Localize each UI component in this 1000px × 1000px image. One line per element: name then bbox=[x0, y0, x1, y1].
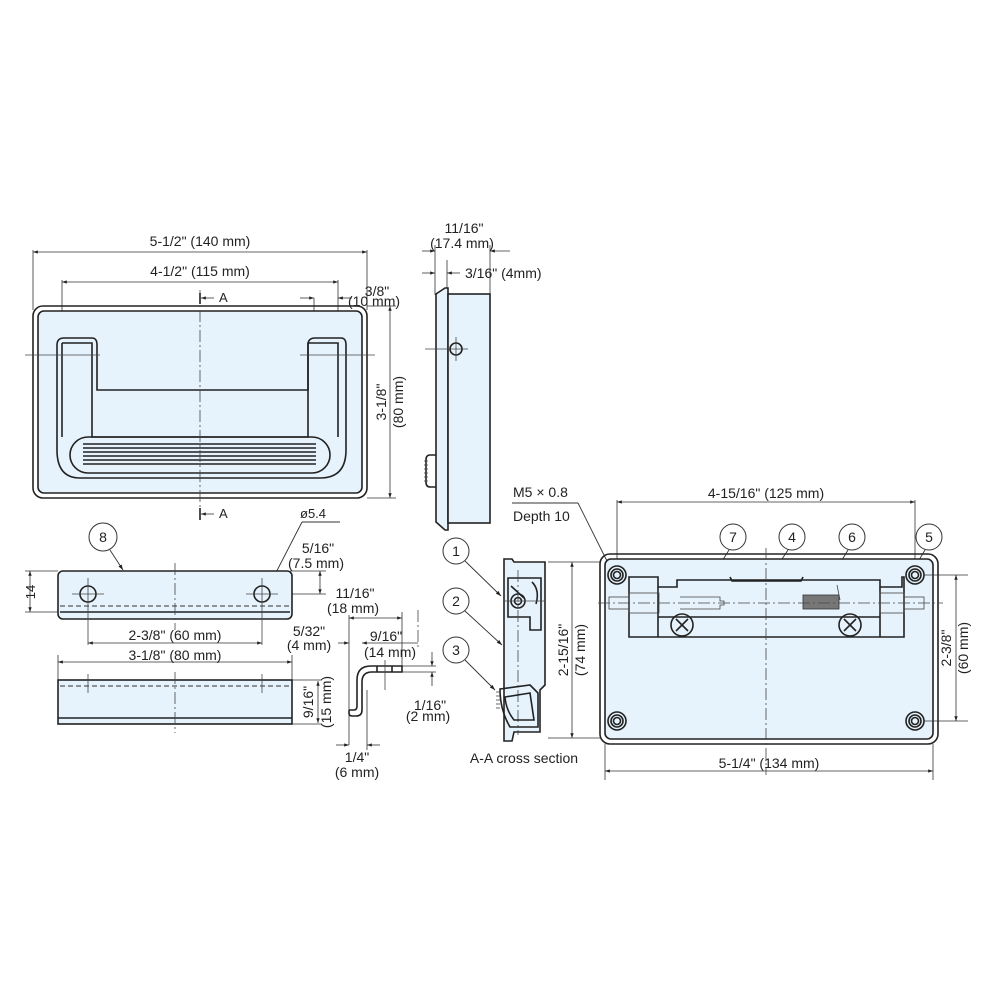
plate-hole-span: 2-3/8" (60 mm) bbox=[129, 627, 222, 643]
section-mark-bottom: A bbox=[219, 506, 228, 521]
side-height-in: 9/16" bbox=[300, 686, 316, 718]
callout-7 bbox=[719, 523, 747, 551]
edge-offset-in: 3/8" bbox=[365, 283, 389, 299]
side-depth-mm: (17.4 mm) bbox=[430, 235, 494, 251]
callout-4 bbox=[778, 523, 806, 551]
callout-2 bbox=[442, 587, 470, 615]
edge-offset-mm: (10 mm) bbox=[348, 293, 400, 309]
knurl-marks-section bbox=[496, 691, 500, 709]
screw-left bbox=[670, 613, 694, 637]
rear-overall-width: 5-1/4" (134 mm) bbox=[719, 755, 820, 771]
bracket-offset-in: 5/32" bbox=[293, 623, 325, 639]
side-view: 11/16" (17.4 mm) 3/16" (4mm) bbox=[422, 220, 542, 531]
hinge-span-label: 4-1/2" (115 mm) bbox=[150, 263, 250, 279]
svg-text:5: 5 bbox=[925, 529, 933, 545]
callout-1 bbox=[442, 537, 470, 565]
height-in: 3-1/8" bbox=[373, 384, 389, 421]
plate-length: 3-1/8" (80 mm) bbox=[129, 647, 222, 663]
svg-text:1: 1 bbox=[452, 543, 460, 559]
svg-text:3: 3 bbox=[452, 642, 460, 658]
knurl-marks bbox=[424, 460, 428, 482]
bracket-width-mm: (18 mm) bbox=[327, 600, 379, 616]
cross-section: 1 2 3 A-A cross section 2-15/16" (74 mm) bbox=[442, 537, 600, 766]
rear-vertical-in: 2-3/8" bbox=[938, 630, 954, 667]
front-view: 5-1/2" (140 mm) 4-1/2" (115 mm) 3/8" (10… bbox=[25, 233, 406, 521]
bracket-top-mm: (14 mm) bbox=[364, 644, 416, 660]
hole-offset-in: 5/16" bbox=[302, 540, 334, 556]
cross-section-label: A-A cross section bbox=[470, 750, 578, 766]
svg-text:6: 6 bbox=[848, 529, 856, 545]
plate-part: 8 ø5.4 5/16" (7.5 mm) 14 2-3/8" (60 mm) … bbox=[23, 506, 344, 733]
bracket-top-in: 9/16" bbox=[370, 628, 402, 644]
bracket-offset-mm: (4 mm) bbox=[287, 637, 331, 653]
bracket-thickness-in: 1/16" bbox=[414, 697, 446, 713]
grip-ridges bbox=[83, 443, 316, 465]
bracket-foot-in: 1/4" bbox=[345, 749, 369, 765]
overall-width-label: 5-1/2" (140 mm) bbox=[150, 233, 251, 249]
cross-height-mm: (74 mm) bbox=[572, 624, 588, 676]
rear-hole-span: 4-15/16" (125 mm) bbox=[708, 485, 824, 501]
svg-text:7: 7 bbox=[729, 529, 737, 545]
callout-8 bbox=[88, 522, 118, 552]
screw-right bbox=[838, 613, 862, 637]
rear-vertical-mm: (60 mm) bbox=[955, 622, 971, 674]
svg-text:4: 4 bbox=[788, 529, 796, 545]
side-flange-label: 3/16" (4mm) bbox=[465, 265, 542, 281]
spring bbox=[802, 594, 840, 610]
plate-height-label: 14 bbox=[23, 585, 38, 599]
svg-text:2: 2 bbox=[452, 593, 460, 609]
thread-depth-label: Depth 10 bbox=[513, 508, 570, 524]
hole-dia-label: ø5.4 bbox=[300, 506, 326, 521]
svg-text:8: 8 bbox=[99, 529, 107, 545]
side-height-mm: (15 mm) bbox=[318, 676, 334, 728]
rear-view: M5 × 0.8 Depth 10 4-15/16" (125 mm) 7 4 … bbox=[512, 484, 971, 780]
callout-5 bbox=[915, 523, 943, 551]
bracket-width-in: 11/16" bbox=[336, 585, 375, 601]
bracket-profile: 11/16" (18 mm) 5/32" (4 mm) 9/16" (14 mm… bbox=[287, 585, 450, 780]
section-mark-top: A bbox=[219, 290, 228, 305]
hole-offset-mm: (7.5 mm) bbox=[288, 555, 344, 571]
bracket-thickness-mm: (2 mm) bbox=[406, 708, 450, 724]
cross-height-in: 2-15/16" bbox=[555, 624, 571, 676]
height-mm: (80 mm) bbox=[390, 376, 406, 428]
side-depth-in: 11/16" bbox=[445, 220, 484, 236]
callout-3 bbox=[442, 636, 470, 664]
bracket-foot-mm: (6 mm) bbox=[335, 764, 379, 780]
callout-6 bbox=[838, 523, 866, 551]
thread-spec-label: M5 × 0.8 bbox=[513, 484, 568, 500]
